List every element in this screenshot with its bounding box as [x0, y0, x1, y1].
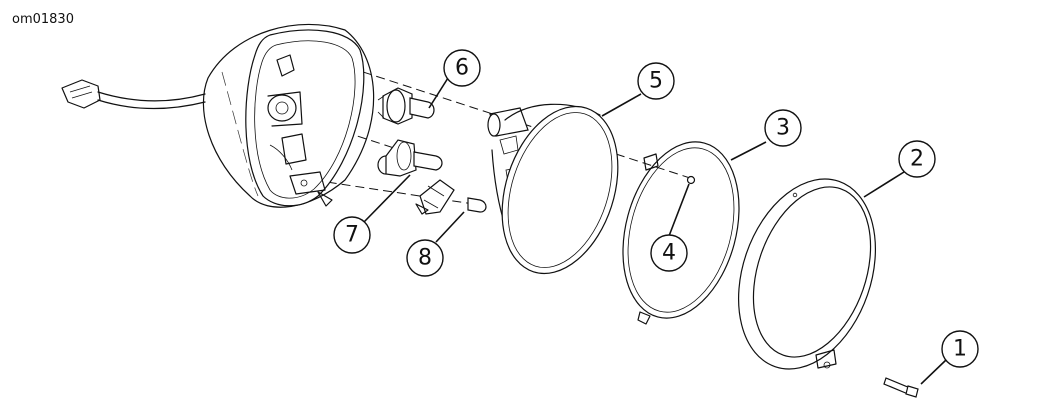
headlamp-bulb-6	[377, 87, 435, 125]
svg-text:1: 1	[953, 337, 967, 362]
svg-text:2: 2	[910, 147, 924, 172]
headlamp-bulb-7	[377, 139, 443, 177]
headlamp-housing	[61, 23, 375, 208]
svg-text:5: 5	[649, 69, 663, 94]
retaining-ring-3	[622, 141, 740, 325]
adjuster-screw-4	[686, 175, 696, 185]
callout-7: 7	[333, 216, 371, 254]
callout-8: 8	[406, 239, 444, 277]
svg-text:7: 7	[345, 223, 359, 248]
svg-text:3: 3	[776, 116, 790, 141]
position-lamp-bulb-8	[415, 179, 487, 215]
svg-text:6: 6	[455, 56, 469, 81]
headlamp-unit-5	[487, 103, 619, 275]
svg-text:8: 8	[418, 246, 432, 271]
svg-text:4: 4	[662, 241, 676, 266]
callout-3: 3	[764, 109, 802, 147]
callout-6: 6	[443, 49, 481, 87]
figure-reference-code: om01830	[12, 12, 74, 27]
trim-ring-2	[737, 178, 877, 370]
callout-leaders	[363, 77, 947, 385]
wiring-connector	[61, 79, 206, 110]
callout-1: 1	[941, 330, 979, 368]
screw-1	[883, 377, 919, 398]
callout-5: 5	[637, 62, 675, 100]
callout-2: 2	[898, 140, 936, 178]
callout-4: 4	[650, 234, 688, 272]
